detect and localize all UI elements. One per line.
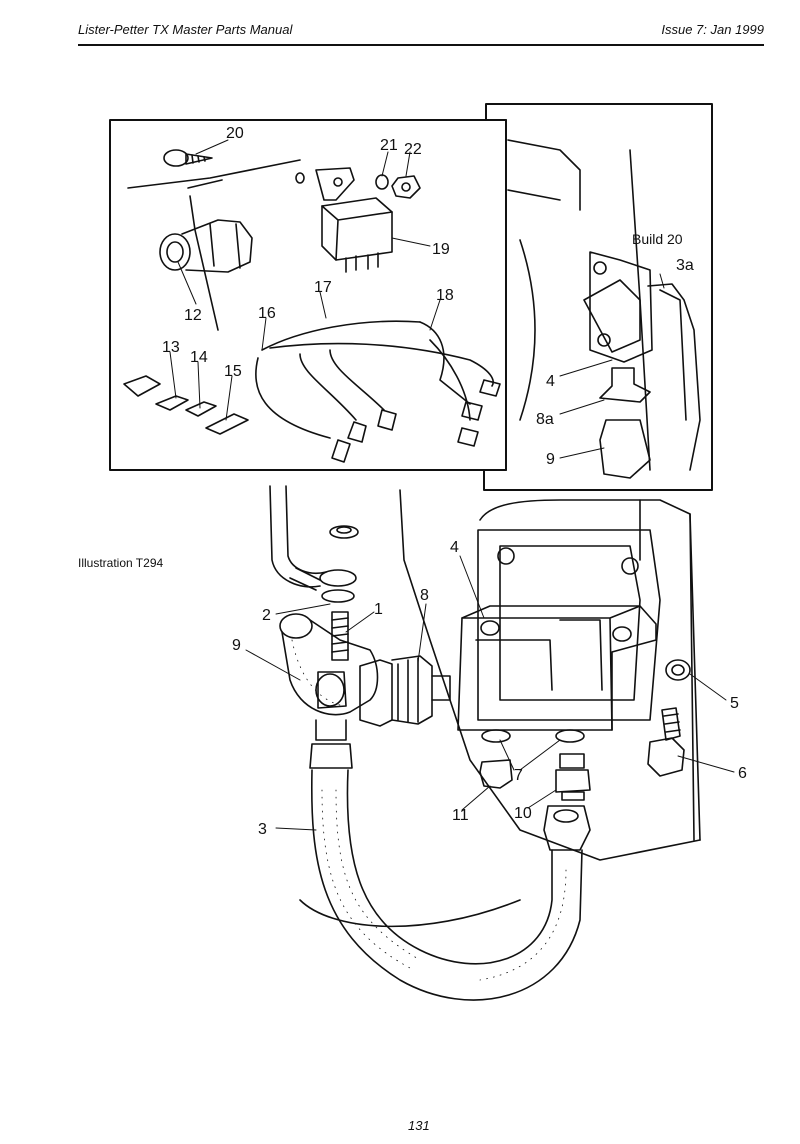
relay-icon bbox=[321, 197, 393, 273]
callout-8a: 8a bbox=[536, 411, 554, 428]
callout-10: 10 bbox=[514, 805, 532, 822]
callout-5: 5 bbox=[730, 695, 739, 712]
callout-2: 2 bbox=[262, 607, 271, 624]
bracket-block bbox=[457, 605, 657, 731]
callout-6: 6 bbox=[738, 765, 747, 782]
callout-7: 7 bbox=[514, 767, 523, 784]
inset-block bbox=[583, 279, 641, 353]
callout-1: 1 bbox=[374, 601, 383, 618]
callout-9: 9 bbox=[232, 637, 241, 654]
callout-12: 12 bbox=[184, 307, 202, 324]
pressure-sensor bbox=[359, 655, 451, 727]
callout-11: 11 bbox=[452, 807, 469, 824]
wiring-harness bbox=[255, 320, 501, 463]
callout-18: 18 bbox=[436, 287, 454, 304]
callout-16: 16 bbox=[258, 305, 276, 322]
inset-banjo bbox=[599, 419, 651, 479]
callout-inset-4: 4 bbox=[546, 373, 555, 390]
callout-15: 15 bbox=[224, 363, 242, 380]
callout-4: 4 bbox=[450, 539, 459, 556]
mounting-plate bbox=[477, 529, 661, 721]
callout-13: 13 bbox=[162, 339, 180, 356]
callout-17: 17 bbox=[314, 279, 332, 296]
bolt-and-washer bbox=[647, 659, 691, 777]
callout-21: 21 bbox=[380, 137, 398, 154]
manual-title: Lister-Petter TX Master Parts Manual bbox=[78, 22, 293, 37]
callout-19: 19 bbox=[432, 241, 450, 258]
page-number: 131 bbox=[408, 1118, 430, 1133]
callout-20: 20 bbox=[226, 125, 244, 142]
callout-14: 14 bbox=[190, 349, 208, 366]
inset-panel-frame bbox=[483, 103, 713, 491]
terminals-icon bbox=[123, 375, 249, 435]
fittings bbox=[479, 729, 591, 801]
callout-3: 3 bbox=[258, 821, 267, 838]
callout-inset-9: 9 bbox=[546, 451, 555, 468]
illustration-caption: Illustration T294 bbox=[78, 556, 164, 570]
callout-3a: 3a bbox=[676, 257, 694, 274]
callout-8: 8 bbox=[420, 587, 429, 604]
header-rule bbox=[78, 44, 764, 46]
switch-icon bbox=[159, 219, 253, 273]
inset-sensor bbox=[599, 367, 651, 403]
screw-icon bbox=[163, 149, 213, 167]
banjo-fitting bbox=[279, 525, 379, 716]
oil-hose bbox=[309, 719, 591, 1001]
inset-build-label: Build 20 bbox=[632, 231, 683, 247]
issue-date: Issue 7: Jan 1999 bbox=[661, 22, 764, 37]
callout-22: 22 bbox=[404, 141, 422, 158]
relay-bracket bbox=[295, 167, 421, 201]
